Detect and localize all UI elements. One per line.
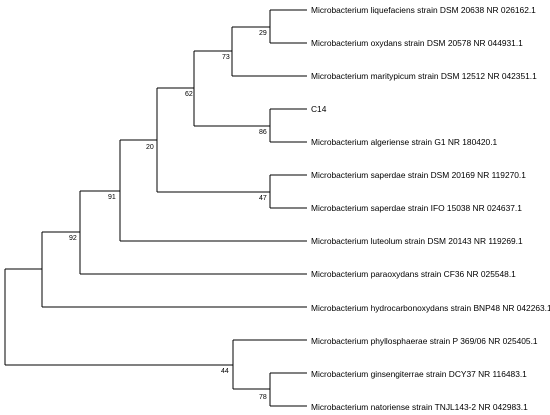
taxon-label: C14 [311,104,327,114]
bootstrap-value: 86 [259,129,267,136]
taxon-label: Microbacterium saperdae strain DSM 20169… [311,170,526,180]
bootstrap-value: 62 [185,91,193,98]
bootstrap-value: 91 [108,194,116,201]
taxon-label: Microbacterium ginsengiterrae strain DCY… [311,369,527,379]
bootstrap-value: 73 [222,54,230,61]
taxon-label: Microbacterium luteolum strain DSM 20143… [311,236,523,246]
taxon-label: Microbacterium oxydans strain DSM 20578 … [311,38,523,48]
taxon-label: Microbacterium algeriense strain G1 NR 1… [311,137,498,147]
taxon-label: Microbacterium hydrocarbonoxydans strain… [311,303,550,313]
taxon-label: Microbacterium liquefaciens strain DSM 2… [311,5,536,15]
tree-branches [4,9,307,407]
bootstrap-value: 78 [259,394,267,401]
bootstrap-value: 47 [259,195,267,202]
taxon-label: Microbacterium natoriense strain TNJL143… [311,402,528,412]
bootstrap-value: 92 [69,235,77,242]
bootstrap-value: 44 [221,368,229,375]
taxon-label: Microbacterium paraoxydans strain CF36 N… [311,269,516,279]
bootstrap-value: 20 [146,144,154,151]
taxon-label: Microbacterium maritypicum strain DSM 12… [311,71,537,81]
bootstrap-value: 29 [259,30,267,37]
taxon-label: Microbacterium saperdae strain IFO 15038… [311,203,522,213]
taxon-label: Microbacterium phyllosphaerae strain P 3… [311,336,538,346]
